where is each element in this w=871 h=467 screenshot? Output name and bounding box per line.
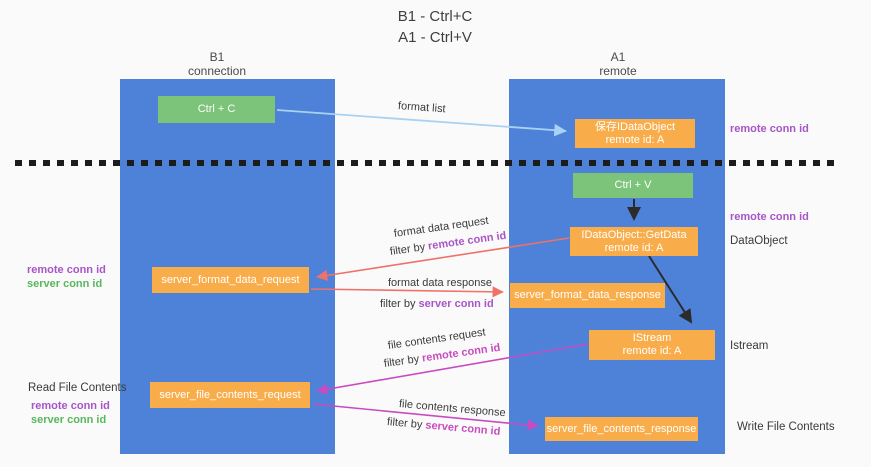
getdata-box: IDataObject::GetData remote id: A [570,227,698,256]
right-column-header: A1 remote [568,50,668,78]
server-file-contents-request-label: server_file_contents_request [159,388,301,401]
ctrl-v-box: Ctrl + V [573,173,693,198]
ctrl-v-label: Ctrl + V [614,179,652,191]
filter-by-text: filter by [386,416,426,432]
file-contents-response-filter-label: filter by server conn id [386,416,500,438]
left-remote-conn-id-label: remote conn id [27,264,106,276]
left-header-line-1: B1 [209,50,225,64]
getdata-line-2: remote id: A [604,241,664,254]
server-format-data-request-label: server_format_data_request [161,273,300,286]
server-conn-id-text: server conn id [424,419,501,438]
title-line-1: B1 - Ctrl+C [397,8,473,25]
dashed-separator [15,160,837,166]
istream-line-2: remote id: A [622,345,682,357]
filter-by-text: filter by [383,352,423,370]
format-data-response-label: format data response [388,277,492,289]
left-column-header: B1 connection [167,50,267,78]
server-conn-id-text: server conn id [418,298,494,310]
format-data-response-filter-label: filter by server conn id [380,298,494,310]
left-server-conn-id-label-2: server conn id [31,414,107,426]
ctrl-c-label: Ctrl + C [197,103,236,115]
filter-by-text: filter by [380,298,419,310]
page-title: B1 - Ctrl+C A1 - Ctrl+V [335,6,535,48]
server-file-contents-request-box: server_file_contents_request [150,382,310,408]
ctrl-c-box: Ctrl + C [158,96,275,123]
filter-by-text: filter by [389,240,429,258]
save-dataobject-box: 保存IDataObject remote id: A [575,119,695,148]
save-dataobject-line-2: remote id: A [605,133,665,146]
right-remote-conn-id-top-label: remote conn id [730,123,809,135]
title-line-2: A1 - Ctrl+V [398,29,472,46]
right-remote-conn-id-mid-label: remote conn id [730,211,809,223]
file-contents-response-label: file contents response [398,398,507,420]
server-file-contents-response-label: server_file_contents_response [546,422,697,435]
left-header-line-2: connection [187,64,247,78]
istream-box: IStream remote id: A [589,330,715,360]
right-header-line-2: remote [599,64,637,78]
write-file-contents-label: Write File Contents [737,421,835,433]
arrow-format-data-response [310,286,504,298]
istream-side-label: Istream [730,340,769,352]
dataobject-label: DataObject [730,235,788,247]
left-remote-conn-id-label-2: remote conn id [31,400,110,412]
format-list-label: format list [397,100,446,116]
server-format-data-response-box: server_format_data_response [510,283,665,308]
server-format-data-request-box: server_format_data_request [152,267,309,293]
istream-line-1: IStream [632,332,672,344]
left-server-conn-id-label: server conn id [27,278,103,290]
server-file-contents-response-box: server_file_contents_response [545,417,698,441]
right-header-line-1: A1 [610,50,626,64]
save-dataobject-line-1: 保存IDataObject [594,120,676,133]
server-format-data-response-label: server_format_data_response [514,289,661,301]
getdata-line-1: IDataObject::GetData [581,228,687,241]
read-file-contents-label: Read File Contents [28,382,127,394]
